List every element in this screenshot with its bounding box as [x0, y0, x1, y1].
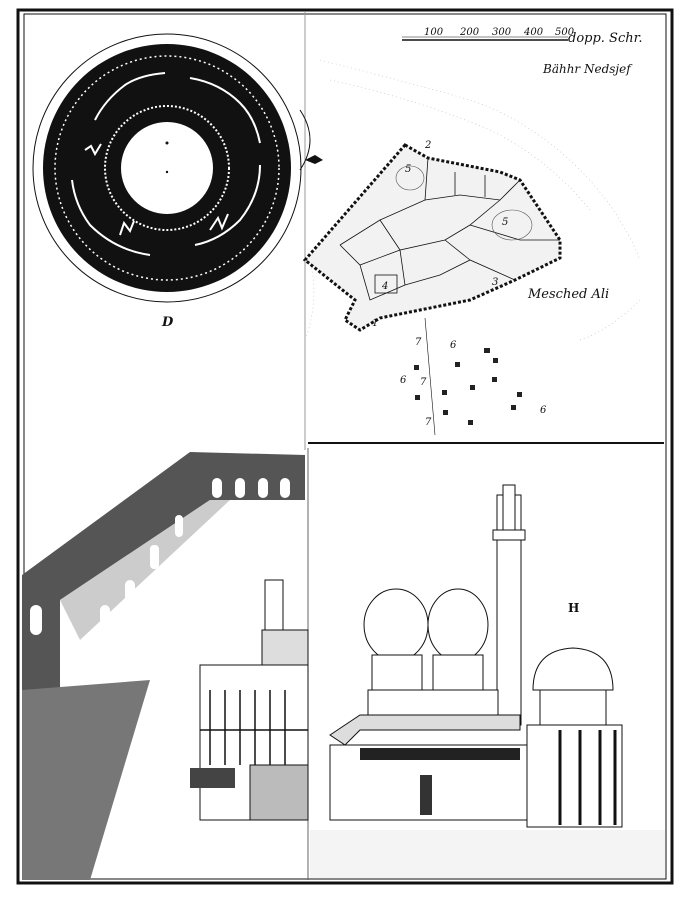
map-marker: 4 — [381, 281, 388, 292]
city-label: Mesched Ali — [527, 287, 609, 302]
scale-bar — [402, 36, 568, 41]
map-marker: 6 — [540, 405, 547, 416]
plate-frame — [16, 8, 674, 885]
scale-tick: 200 — [459, 27, 480, 38]
map-marker: 5 — [502, 217, 508, 228]
scale-unit: dopp. Schr. — [568, 31, 643, 46]
coin-illustration — [32, 33, 323, 303]
city-map — [302, 59, 641, 436]
map-marker: 6 — [400, 375, 407, 386]
map-marker: 6 — [450, 340, 457, 351]
scale-tick: 300 — [492, 27, 512, 38]
mosque-label: H — [568, 601, 579, 615]
courtyard-illustration — [22, 452, 309, 880]
map-marker: 1 — [372, 318, 378, 329]
scale-tick: 500 — [555, 27, 575, 38]
mosque-illustration — [310, 484, 665, 878]
scale-tick: 400 — [523, 27, 544, 38]
map-marker: 2 — [424, 140, 431, 151]
lake-label: Bähhr Nedsjef — [542, 62, 633, 76]
map-marker: 7 — [415, 337, 422, 348]
map-marker: 3 — [492, 277, 498, 288]
map-marker: 7 — [420, 377, 427, 388]
coin-label: D — [161, 315, 174, 330]
scale-tick: 100 — [424, 27, 444, 38]
map-marker: 5 — [405, 164, 411, 175]
map-marker: 7 — [425, 417, 432, 428]
plate-inner-frame — [23, 13, 667, 880]
